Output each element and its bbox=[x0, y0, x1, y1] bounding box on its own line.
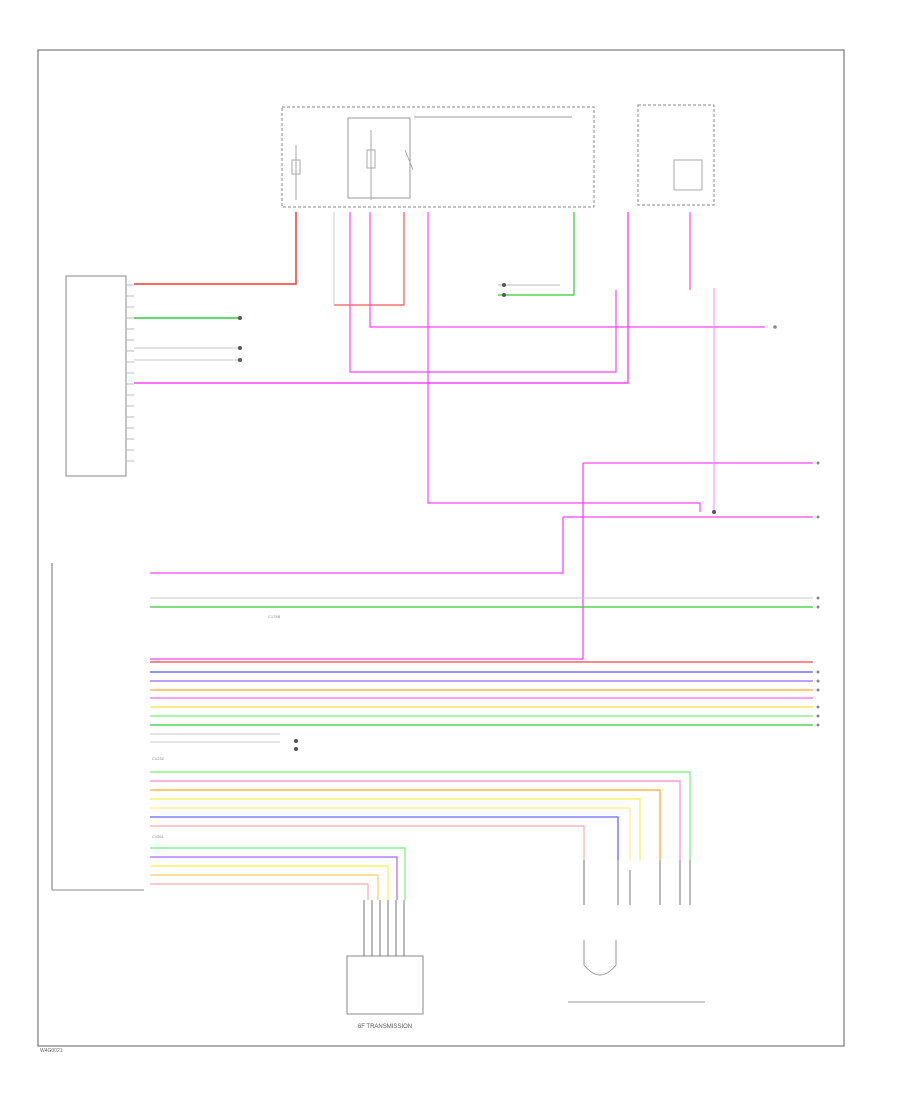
bjb-inner-module bbox=[347, 117, 411, 199]
diagram-frame bbox=[37, 49, 845, 1047]
relay-symbol bbox=[673, 159, 703, 191]
transmission-label: 6F TRANSMISSION bbox=[358, 1024, 412, 1030]
wire-magenta-pcm bbox=[150, 517, 564, 574]
transmission-block bbox=[346, 955, 424, 1015]
right-terminal-marks bbox=[773, 325, 820, 727]
wire-magenta-bjb-a bbox=[349, 212, 617, 373]
wire-magenta-bjb-b bbox=[369, 212, 765, 328]
wire-magenta-pcm-b bbox=[150, 463, 584, 660]
wire-red-power bbox=[134, 212, 297, 285]
fuse-symbol bbox=[291, 130, 414, 200]
wire-blue-sensor bbox=[150, 816, 619, 860]
battery-junction-box bbox=[281, 106, 595, 208]
wire-yellow-trans bbox=[150, 865, 389, 900]
selector-connector-pins bbox=[583, 860, 691, 905]
connector-label: C175B bbox=[268, 614, 281, 619]
splice-points bbox=[238, 283, 716, 751]
wire-yellow-sensor bbox=[150, 798, 641, 860]
wire-magenta-ecm bbox=[134, 212, 629, 384]
wire-red-fuse bbox=[334, 212, 405, 306]
engine-control-module bbox=[65, 275, 127, 477]
wire-violet-trans bbox=[150, 856, 398, 900]
ecm-pin-marks bbox=[126, 284, 134, 462]
wire-orange-trans bbox=[150, 874, 379, 900]
connector-label: C1551 bbox=[152, 834, 165, 839]
connector-label: C1232 bbox=[152, 756, 165, 761]
wire-yellow-sensor-b bbox=[150, 807, 631, 860]
wire-pink-sensor-b bbox=[150, 825, 585, 860]
wire-pink-sensor bbox=[150, 780, 681, 860]
transmission-connector-pins bbox=[363, 900, 405, 956]
wire-magenta-bjb-c bbox=[427, 212, 701, 512]
wire-orange-sensor bbox=[150, 789, 661, 860]
diagram-code: W4G0021 bbox=[40, 1048, 63, 1054]
wire-green-trans bbox=[150, 847, 406, 900]
power-distribution-box bbox=[637, 104, 715, 206]
wire-lightgreen-sensor bbox=[150, 771, 691, 860]
wire-pink-trans bbox=[150, 883, 369, 900]
wire-green-switch bbox=[498, 212, 575, 296]
